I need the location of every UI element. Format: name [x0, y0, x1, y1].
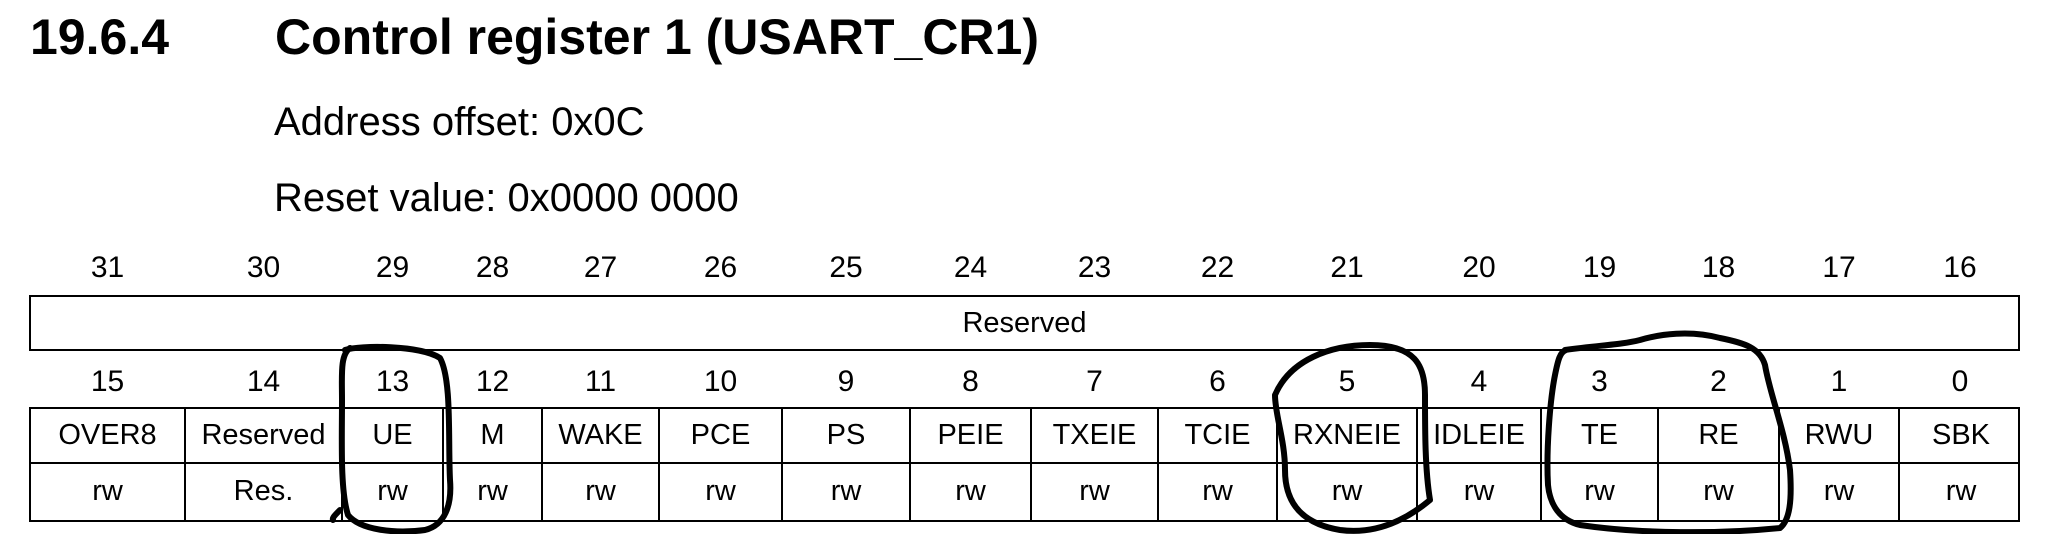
- register-title: Control register 1 (USART_CR1): [275, 9, 1039, 65]
- lower-bit-11: 11: [584, 365, 617, 398]
- access-tcie: rw: [1159, 462, 1278, 520]
- access-idleie: rw: [1418, 462, 1542, 520]
- access-sbk: rw: [1945, 474, 1977, 507]
- field-re: RE: [1659, 409, 1780, 462]
- upper-bit-26: 26: [703, 251, 738, 284]
- field-te: TE: [1542, 409, 1659, 462]
- access-txeie: rw: [1032, 462, 1159, 520]
- reset-value: Reset value: 0x0000 0000: [274, 176, 739, 220]
- upper-bit-17: 17: [1822, 251, 1856, 284]
- access-wake: rw: [543, 462, 660, 520]
- upper-bit-22: 22: [1200, 251, 1235, 284]
- access-te: rw: [1542, 462, 1659, 520]
- upper-bit-18: 18: [1701, 251, 1736, 284]
- field-ps: PS: [783, 409, 911, 462]
- upper-bit-24: 24: [953, 251, 988, 284]
- access-re: rw: [1659, 462, 1780, 520]
- lower-bit-8: 8: [962, 365, 979, 398]
- upper-bit-16: 16: [1943, 251, 1977, 284]
- field-reserved: Reserved: [186, 409, 343, 462]
- access-peie: rw: [911, 462, 1032, 520]
- upper-bit-23: 23: [1077, 251, 1112, 284]
- lower-bit-6: 6: [1209, 365, 1226, 398]
- lower-bit-5: 5: [1338, 365, 1356, 398]
- upper-bit-29: 29: [375, 251, 410, 284]
- access-rxneie: rw: [1278, 462, 1418, 520]
- field-rxneie: RXNEIE: [1278, 409, 1418, 462]
- field-sbk: SBK: [1931, 419, 1991, 451]
- access-ue: rw: [343, 462, 444, 520]
- upper-bit-30: 30: [246, 251, 281, 284]
- upper-bit-21: 21: [1330, 251, 1364, 284]
- field-idleie: IDLEIE: [1418, 409, 1542, 462]
- access-reserved: Res.: [186, 462, 343, 520]
- field-txeie: TXEIE: [1032, 409, 1159, 462]
- upper-bit-27: 27: [583, 251, 618, 284]
- upper-bit-31: 31: [90, 251, 125, 284]
- lower-bit-0: 0: [1951, 365, 1969, 398]
- upper-bit-numbers: 31 30 29 28 27 26 25 24 23 22 21 20 19 18 17 16: [30, 243, 2020, 293]
- address-offset: Address offset: 0x0C: [274, 100, 645, 144]
- reserved-field-upper: Reserved: [29, 295, 2020, 351]
- field-peie: PEIE: [911, 409, 1032, 462]
- upper-bit-19: 19: [1582, 251, 1617, 284]
- field-pce: PCE: [660, 409, 783, 462]
- upper-bit-25: 25: [829, 251, 863, 284]
- access-ps: rw: [783, 462, 911, 520]
- lower-bit-7: 7: [1086, 365, 1103, 398]
- field-wake: WAKE: [543, 409, 660, 462]
- lower-bit-1: 1: [1830, 365, 1848, 398]
- field-rwu: RWU: [1780, 409, 1900, 462]
- lower-bit-10: 10: [703, 365, 738, 398]
- lower-bit-2: 2: [1710, 365, 1727, 398]
- field-ue: UE: [343, 409, 444, 462]
- lower-bit-12: 12: [475, 365, 510, 398]
- access-rwu: rw: [1780, 462, 1900, 520]
- field-tcie: TCIE: [1159, 409, 1278, 462]
- upper-bit-20: 20: [1462, 251, 1496, 284]
- lower-bit-14: 14: [246, 365, 281, 398]
- lower-bit-4: 4: [1470, 365, 1488, 398]
- lower-bit-13: 13: [375, 365, 410, 398]
- access-over8: rw: [31, 462, 186, 520]
- lower-bit-3: 3: [1591, 365, 1608, 398]
- section-number: 19.6.4: [30, 9, 170, 65]
- access-m: rw: [444, 462, 543, 520]
- field-over8: OVER8: [31, 409, 186, 462]
- upper-bit-28: 28: [475, 251, 510, 284]
- field-m: M: [444, 409, 543, 462]
- lower-bit-15: 15: [90, 365, 125, 398]
- access-pce: rw: [660, 462, 783, 520]
- lower-bit-9: 9: [837, 365, 855, 398]
